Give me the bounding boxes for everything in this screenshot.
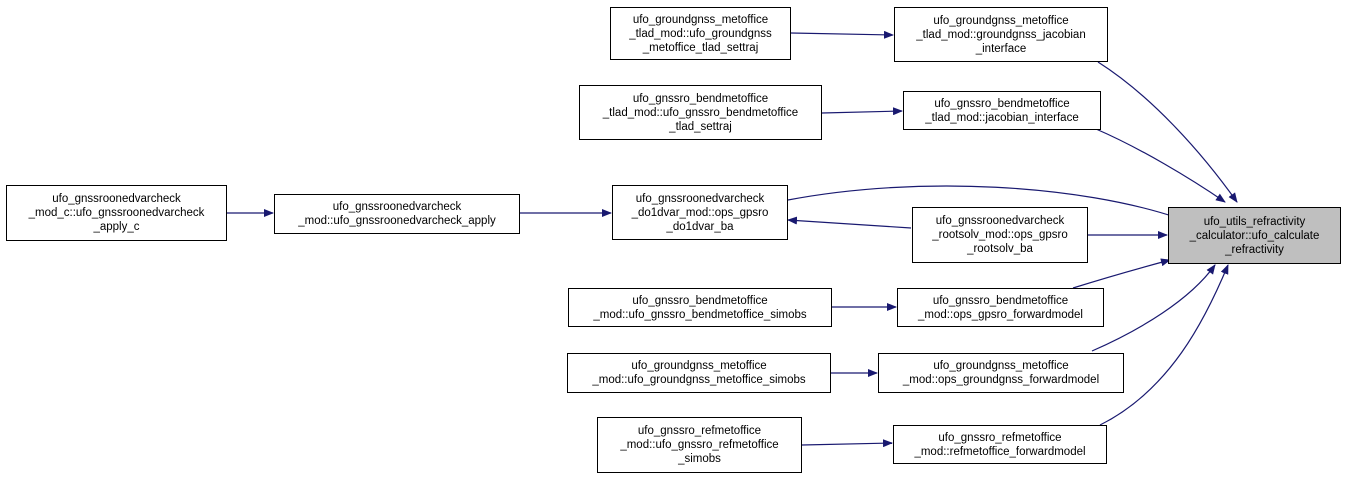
edge-bm-jac-to-calc: [1095, 128, 1226, 203]
node-label-line: _interface: [975, 42, 1027, 55]
node-label-line: _rootsolv_mod::ops_gpsro: [932, 229, 1068, 241]
node-label-line: _tlad_mod::jacobian_interface: [925, 111, 1079, 124]
node-onedvarcheck-rootsolv-ba[interactable]: ufo_gnssroonedvarcheck_rootsolv_mod::ops…: [912, 207, 1088, 263]
node-label-line: ufo_groundgnss_metoffice: [933, 360, 1069, 372]
edge-bm-fwd-to-calc: [1072, 258, 1171, 289]
node-ufo-calculate-refractivity: ufo_utils_refractivity_calculator::ufo_c…: [1168, 207, 1341, 264]
node-label-line: ufo_gnssro_bendmetoffice: [932, 294, 1069, 307]
node-label-line: _mod::ops_groundgnss_forwardmodel: [902, 374, 1100, 386]
node-groundgnss-tlad-settraj[interactable]: ufo_groundgnss_metoffice_tlad_mod::ufo_g…: [610, 7, 791, 60]
node-groundgnss-jacobian-interface[interactable]: ufo_groundgnss_metoffice_tlad_mod::groun…: [894, 7, 1108, 62]
node-label-line: ufo_gnssroonedvarcheck: [635, 192, 765, 205]
node-label-line: _mod::ufo_gnssro_refmetoffice: [620, 439, 779, 451]
node-label-line: ufo_gnssroonedvarcheck: [332, 201, 462, 213]
node-refmetoffice-forwardmodel[interactable]: ufo_gnssro_refmetoffice_mod::refmetoffic…: [893, 425, 1107, 464]
node-label-line: _simobs: [678, 453, 721, 465]
edge-gg-jac-to-calc: [1097, 61, 1238, 203]
node-label-line: _tlad_mod::ufo_groundgnss: [629, 27, 772, 40]
node-onedvarcheck-do1dvar-ba[interactable]: ufo_gnssroonedvarcheck_do1dvar_mod::ops_…: [612, 185, 788, 240]
node-label-line: ufo_gnssro_bendmetoffice: [934, 97, 1070, 110]
node-label-line: ufo_groundgnss_metoffice: [631, 360, 767, 372]
edge-rm-fwd-to-calc: [1099, 264, 1229, 426]
node-label-line: _rootsolv_ba: [967, 243, 1033, 255]
node-label-line: ufo_groundgnss_metoffice: [933, 14, 1069, 27]
node-label-line: _tlad_settraj: [669, 120, 732, 133]
node-bendmetoffice-forwardmodel[interactable]: ufo_gnssro_bendmetoffice_mod::ops_gpsro_…: [897, 288, 1104, 327]
node-label-line: _mod::ops_gpsro_forwardmodel: [918, 308, 1083, 321]
node-label-line: _mod::ufo_gnssroonedvarcheck_apply: [298, 215, 496, 227]
node-groundgnss-forwardmodel[interactable]: ufo_groundgnss_metoffice_mod::ops_ground…: [878, 353, 1124, 393]
node-label-line: _do1dvar_ba: [666, 220, 734, 233]
node-label-line: _calculator::ufo_calculate: [1189, 229, 1320, 242]
node-label-line: ufo_gnssroonedvarcheck: [935, 215, 1065, 227]
node-label-line: ufo_gnssro_bendmetoffice: [632, 294, 768, 307]
node-label-line: _refractivity: [1225, 243, 1284, 256]
node-label-line: _apply_c: [93, 221, 140, 233]
node-bendmetoffice-tlad-settraj[interactable]: ufo_gnssro_bendmetoffice_tlad_mod::ufo_g…: [579, 85, 822, 140]
edge-ov-do1dvar-to-calc: [787, 185, 1179, 219]
node-label-line: _mod::refmetoffice_forwardmodel: [914, 445, 1086, 458]
node-label-line: _mod_c::ufo_gnssroonedvarcheck: [28, 207, 205, 219]
node-bendmetoffice-simobs[interactable]: ufo_gnssro_bendmetoffice_mod::ufo_gnssro…: [568, 288, 832, 327]
node-label-line: _tlad_mod::ufo_gnssro_bendmetoffice: [602, 106, 799, 119]
node-label-line: ufo_gnssro_refmetoffice: [637, 425, 762, 437]
node-label-line: _metoffice_tlad_settraj: [642, 41, 759, 54]
node-bendmetoffice-jacobian-interface[interactable]: ufo_gnssro_bendmetoffice_tlad_mod::jacob…: [903, 91, 1101, 130]
edge-gg-settraj-to-gg-jac: [790, 30, 894, 39]
node-label-line: _tlad_mod::groundgnss_jacobian: [916, 28, 1086, 41]
node-groundgnss-simobs[interactable]: ufo_groundgnss_metoffice_mod::ufo_ground…: [567, 353, 831, 393]
node-label-line: _mod::ufo_groundgnss_metoffice_simobs: [592, 374, 806, 386]
node-label-line: ufo_utils_refractivity: [1203, 215, 1306, 228]
node-onedvarcheck-apply[interactable]: ufo_gnssroonedvarcheck_mod::ufo_gnssroon…: [274, 194, 520, 234]
node-label-line: ufo_gnssro_refmetoffice: [938, 431, 1062, 444]
node-onedvarcheck-apply-c[interactable]: ufo_gnssroonedvarcheck_mod_c::ufo_gnssro…: [6, 185, 227, 241]
node-label-line: ufo_gnssroonedvarcheck: [52, 193, 181, 205]
node-label-line: _do1dvar_mod::ops_gpsro: [631, 206, 769, 219]
edge-rm-simobs-to-rm-fwd: [801, 439, 893, 448]
node-label-line: ufo_groundgnss_metoffice: [632, 13, 769, 26]
edge-ov-rootsolv-to-ov-do1dvar: [787, 216, 912, 229]
node-refmetoffice-simobs[interactable]: ufo_gnssro_refmetoffice_mod::ufo_gnssro_…: [597, 417, 802, 473]
edge-bm-settraj-to-bm-jac: [821, 107, 903, 116]
node-label-line: _mod::ufo_gnssro_bendmetoffice_simobs: [593, 308, 807, 321]
node-label-line: ufo_gnssro_bendmetoffice: [632, 92, 769, 105]
edge-gg-fwd-to-calc: [1091, 264, 1216, 352]
